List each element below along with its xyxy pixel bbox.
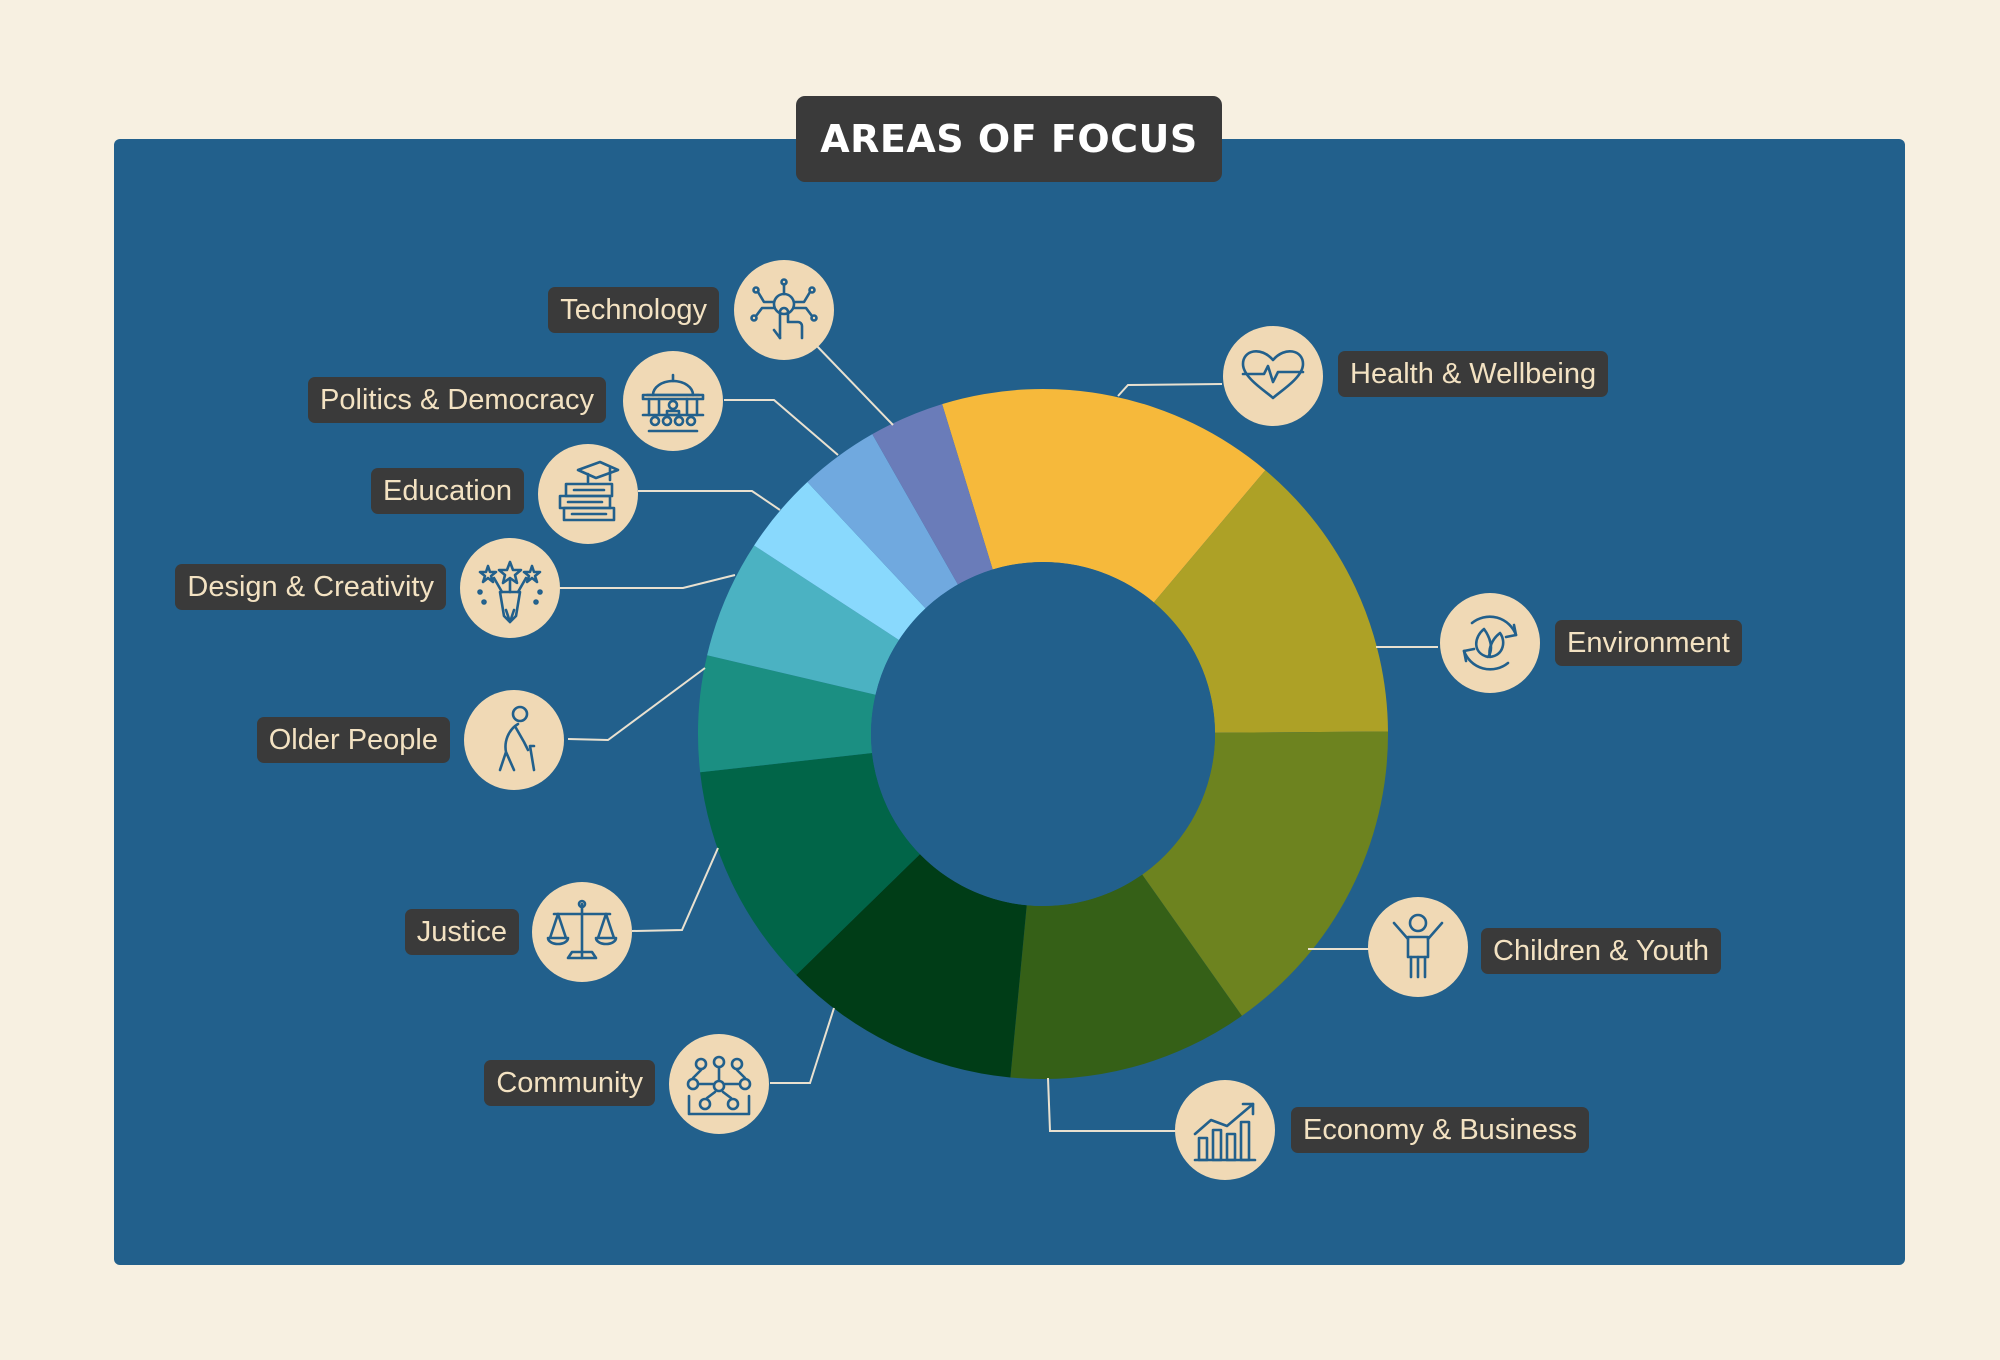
leader-line	[1117, 383, 1223, 397]
tech-touch-icon	[750, 278, 818, 340]
icon-badge	[1175, 1080, 1275, 1180]
donut-slice	[1153, 470, 1388, 733]
icon-badge	[734, 260, 834, 360]
donut-slice	[1142, 731, 1388, 1016]
donut-slice	[796, 854, 1027, 1078]
older-person-icon	[498, 705, 536, 772]
slice-label: Community	[484, 1060, 655, 1106]
donut-slice	[1010, 874, 1242, 1079]
donut-hole	[871, 562, 1215, 906]
slice-label: Children & Youth	[1481, 928, 1722, 974]
page-title: AREAS OF FOCUS	[796, 96, 1222, 182]
books-icon	[558, 460, 620, 522]
icon-badge	[1368, 897, 1468, 997]
heart-pulse-icon	[1241, 350, 1305, 400]
leader-line	[558, 574, 736, 589]
slice-label: Health & Wellbeing	[1338, 351, 1609, 397]
leader-line	[638, 490, 781, 511]
slice-label: Politics & Democracy	[308, 377, 606, 423]
leader-line	[631, 847, 719, 932]
community-icon	[686, 1055, 752, 1116]
slice-label: Economy & Business	[1291, 1107, 1590, 1153]
leader-line	[567, 667, 706, 742]
icon-badge	[538, 444, 638, 544]
child-icon	[1392, 913, 1444, 979]
leader-line	[1047, 1077, 1178, 1132]
icon-badge	[1223, 326, 1323, 426]
donut-slice	[707, 545, 899, 695]
slice-label: Older People	[256, 717, 450, 763]
leader-line	[813, 342, 894, 426]
donut-slice	[872, 404, 993, 585]
leaf-cycle-icon	[1462, 615, 1518, 671]
slice-label: Design & Creativity	[175, 564, 446, 610]
leader-line	[770, 1007, 835, 1084]
icon-badge	[464, 690, 564, 790]
donut-slice	[807, 434, 958, 609]
scales-icon	[546, 899, 618, 960]
slice-label: Justice	[404, 909, 519, 955]
donut-slice	[698, 655, 876, 773]
donut-slice	[700, 753, 920, 976]
slice-label: Education	[371, 468, 524, 514]
icon-badge	[669, 1034, 769, 1134]
donut-slice	[754, 481, 926, 641]
parliament-icon	[641, 373, 705, 433]
slice-label: Technology	[548, 287, 719, 333]
leader-line	[724, 399, 839, 456]
donut-slice	[942, 389, 1266, 603]
slice-label: Environment	[1555, 620, 1742, 666]
growth-chart-icon	[1193, 1102, 1257, 1162]
creativity-icon	[477, 560, 543, 624]
